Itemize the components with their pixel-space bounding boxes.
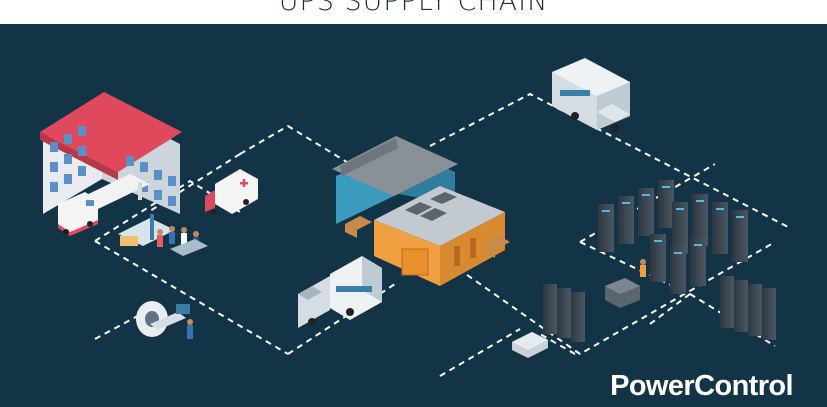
page-title: UPS SUPPLY CHAIN (278, 0, 549, 17)
medical-staff-icon (118, 214, 208, 256)
server-racks-icon (598, 180, 748, 294)
warehouse-icon (332, 136, 510, 286)
delivery-truck-icon (298, 256, 382, 328)
ups-cabinet-icon (512, 276, 776, 358)
page-title-wrap: UPS SUPPLY CHAIN (0, 0, 827, 24)
diagram-canvas (40, 58, 791, 377)
ambulance-icon (58, 192, 98, 236)
delivery-truck-icon (552, 58, 630, 132)
mri-scanner-icon (136, 301, 193, 339)
ambulance-icon (205, 169, 258, 215)
hospital-building-icon (40, 92, 182, 218)
brand-logo: PowerControl (610, 370, 794, 402)
